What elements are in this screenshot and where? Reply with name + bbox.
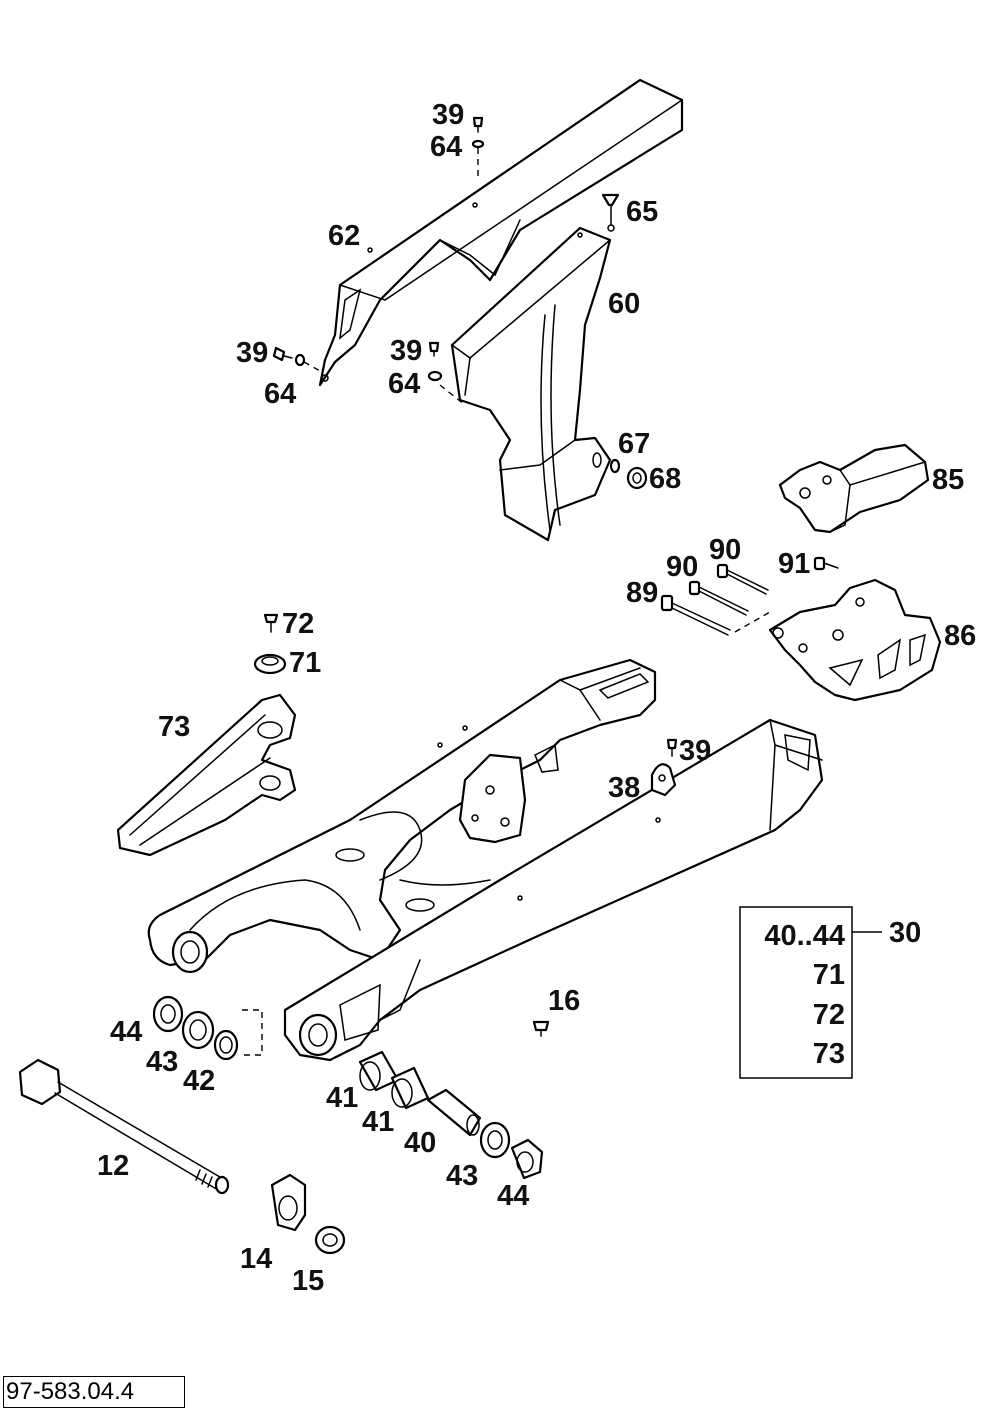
callout-15: 15	[292, 1265, 324, 1297]
callout-60: 60	[608, 288, 640, 320]
callout-91: 91	[778, 548, 810, 580]
part-16-plug	[532, 1020, 550, 1037]
drawing-code-label: 97-583.04.4	[3, 1376, 185, 1408]
part-64-washer-left	[294, 353, 306, 367]
callout-39-left: 39	[236, 337, 268, 369]
callout-89: 89	[626, 577, 658, 609]
part-90-bolt-a	[688, 580, 749, 616]
part-39-screw-right	[666, 738, 678, 757]
callout-41-b: 41	[362, 1106, 394, 1138]
part-40-bushing	[426, 1088, 482, 1137]
callout-40: 40	[404, 1127, 436, 1159]
part-43-seal-right	[479, 1121, 511, 1159]
part-86-chain-guide-plate	[768, 578, 942, 702]
callout-86: 86	[944, 620, 976, 652]
part-39-screw-left	[272, 346, 293, 362]
part-91-screw	[813, 556, 839, 571]
part-14-chain-adjuster	[270, 1173, 307, 1232]
callout-65: 65	[626, 196, 658, 228]
callout-64-left: 64	[264, 378, 296, 410]
part-41-needle-bearing-a	[358, 1050, 400, 1092]
part-38-chain-clip	[650, 763, 677, 797]
callout-30: 30	[889, 917, 921, 949]
callout-41-a: 41	[326, 1082, 358, 1114]
kit-item-0: 40..44	[764, 920, 845, 952]
callout-62: 62	[328, 220, 360, 252]
part-64-washer-top	[471, 139, 485, 149]
callout-68: 68	[649, 463, 681, 495]
part-68-nut	[626, 466, 648, 490]
part-44-bearing-right	[510, 1138, 544, 1180]
part-43-seal-left	[181, 1010, 215, 1050]
callout-39-mid: 39	[390, 335, 422, 367]
kit-item-1: 71	[813, 959, 845, 991]
callout-73: 73	[158, 711, 190, 743]
part-90-bolt-b	[716, 563, 769, 595]
part-65-rivet	[601, 193, 620, 232]
callout-16: 16	[548, 985, 580, 1017]
callout-90-a: 90	[666, 551, 698, 583]
callout-42: 42	[183, 1065, 215, 1097]
callout-labels: 39 64 65 62 60 39 64 39 64 67 68 85 90 9…	[97, 99, 976, 1297]
part-64-washer-mid	[427, 370, 443, 382]
part-67-washer	[609, 458, 621, 474]
part-62-chain-guard-upper	[318, 78, 684, 387]
part-73-chain-slider	[116, 693, 297, 857]
part-85-chain-guide-block	[778, 443, 930, 534]
part-41-needle-bearing-b	[390, 1066, 430, 1110]
callout-71: 71	[289, 647, 321, 679]
callout-64-top: 64	[430, 131, 462, 163]
part-39-screw-mid	[428, 341, 440, 357]
part-60-chain-cover	[450, 226, 612, 542]
part-42-ring	[213, 1029, 239, 1061]
part-71-cap	[253, 653, 287, 675]
part-39-screw-top	[472, 116, 484, 133]
callout-72: 72	[282, 608, 314, 640]
kit-item-3: 73	[813, 1038, 845, 1070]
callout-39-right: 39	[679, 735, 711, 767]
callout-85: 85	[932, 464, 964, 496]
part-44-bearing-left	[152, 995, 184, 1033]
part-12-swingarm-axle	[18, 1058, 230, 1195]
callout-90-b: 90	[709, 534, 741, 566]
callout-44-right: 44	[497, 1180, 529, 1212]
callout-12: 12	[97, 1150, 129, 1182]
callout-39-top: 39	[432, 99, 464, 131]
part-swingarm-body	[147, 658, 824, 1062]
callout-43-right: 43	[446, 1160, 478, 1192]
callout-67: 67	[618, 428, 650, 460]
kit-item-2: 72	[813, 999, 845, 1031]
part-72-screw	[263, 613, 279, 633]
callout-44-left: 44	[110, 1016, 142, 1048]
callout-14: 14	[240, 1243, 272, 1275]
callout-38: 38	[608, 772, 640, 804]
callout-64-mid: 64	[388, 368, 420, 400]
part-15-axle-nut	[314, 1225, 346, 1255]
part-89-bolt	[660, 594, 731, 636]
kit-box	[739, 906, 882, 1079]
callout-43-left: 43	[146, 1046, 178, 1078]
